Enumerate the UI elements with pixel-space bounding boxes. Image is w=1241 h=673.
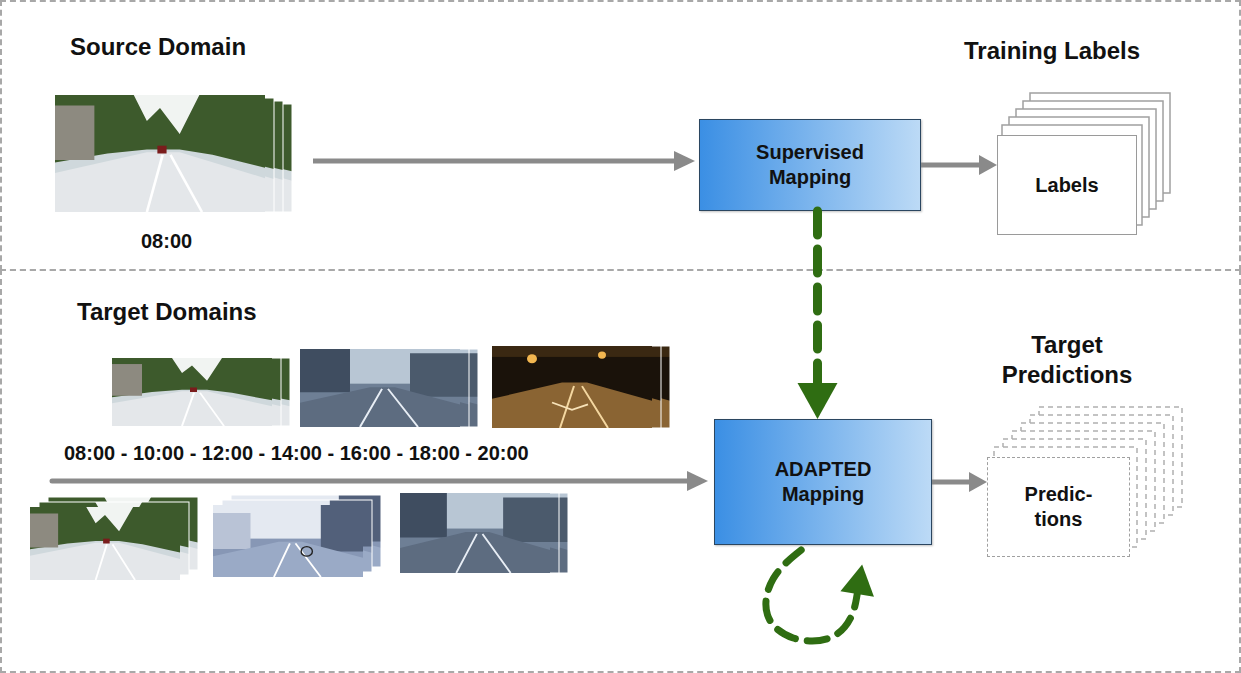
box-label: Supervised Mapping	[730, 140, 890, 190]
heading: Target Domains	[77, 297, 397, 327]
arrow-head	[979, 155, 997, 175]
arrow-head	[798, 383, 838, 419]
arrow-head	[840, 564, 874, 596]
process-box: Supervised Mapping	[699, 119, 921, 211]
photo-stack	[492, 346, 670, 428]
process-box: ADAPTED Mapping	[714, 419, 932, 545]
photo-stack	[30, 497, 198, 580]
connector-line	[921, 163, 981, 168]
prediction-sheet: Target PredictionsPredic- tions	[987, 457, 1130, 557]
domain-panel: Source Domain 08:00 Supervised Mapping Trai…	[0, 0, 1241, 271]
heading: 08:00	[141, 229, 261, 254]
photo	[492, 346, 652, 428]
photo-stack	[300, 349, 478, 427]
box-label: Labels	[1007, 173, 1127, 198]
arrow-head	[969, 472, 987, 492]
self-loop-arrow	[766, 550, 874, 641]
input-arrow	[313, 151, 695, 171]
photo	[300, 349, 460, 427]
photo-stack	[55, 95, 292, 212]
connector-line	[766, 550, 857, 641]
heading: Target Predictions	[982, 330, 1152, 390]
connector-line	[932, 480, 971, 485]
photo-stack	[213, 495, 381, 577]
photo	[213, 505, 363, 577]
heading: Training Labels	[964, 36, 1224, 66]
photo	[55, 95, 265, 212]
photo-stack	[112, 358, 290, 426]
box-label: Predic- tions	[1014, 482, 1104, 532]
photo	[112, 358, 272, 426]
label-sheet: Training LabelsLabels	[997, 135, 1137, 235]
connector-line	[813, 211, 822, 387]
domain-panel: Target Domains 08:00 - 10:00 - 12:00 - 14…	[0, 269, 1241, 673]
arrow	[932, 472, 987, 492]
heading: 08:00 - 10:00 - 12:00 - 14:00 - 16:00 - …	[64, 441, 724, 466]
box-label: ADAPTED Mapping	[743, 457, 903, 507]
timeline-arrow	[52, 471, 708, 491]
arrow	[921, 155, 997, 175]
photo	[30, 507, 180, 580]
photo	[400, 493, 550, 573]
photo-stack	[400, 493, 568, 573]
adaptation-arrow	[798, 211, 838, 419]
heading: Source Domain	[70, 32, 390, 62]
